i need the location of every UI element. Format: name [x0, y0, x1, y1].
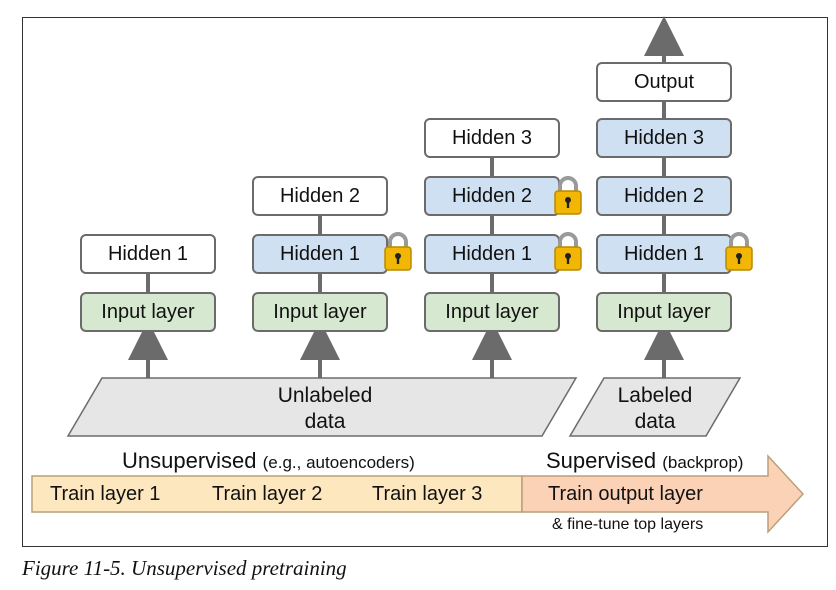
hidden1-label: Hidden 1 [623, 242, 705, 265]
labeled-line2: data [634, 410, 676, 433]
labeled-data-shape [568, 377, 742, 437]
supervised-arrow [521, 454, 805, 534]
hidden2-label: Hidden 2 [451, 184, 533, 207]
lock-icon [384, 232, 412, 271]
labeled-line1: Labeled [617, 384, 693, 407]
input-layer-box: Input layer [252, 292, 388, 332]
hidden3-box: Hidden 3 [424, 118, 560, 158]
finetune-note: & fine-tune top layers [552, 516, 704, 533]
input-layer-label: Input layer [617, 300, 711, 323]
hidden1-label: Hidden 1 [451, 242, 533, 265]
lock-icon [725, 232, 753, 271]
train-layer3-step: Train layer 3 [372, 483, 483, 505]
hidden2-box: Hidden 2 [252, 176, 388, 216]
supervised-phase-label: Supervised (backprop) [546, 448, 743, 474]
unlabeled-line1: Unlabeled [277, 384, 373, 407]
lock-icon [554, 232, 582, 271]
train-layer1-step: Train layer 1 [50, 483, 161, 505]
figure-frame [22, 17, 828, 547]
hidden1-box-frozen: Hidden 1 [424, 234, 560, 274]
hidden1-label: Hidden 1 [107, 242, 189, 265]
hidden1-box-frozen: Hidden 1 [252, 234, 388, 274]
input-layer-label: Input layer [101, 300, 195, 323]
hidden1-label: Hidden 1 [279, 242, 361, 265]
train-layer2-step: Train layer 2 [212, 483, 323, 505]
supervised-note: (backprop) [662, 453, 744, 472]
output-box: Output [596, 62, 732, 102]
input-layer-label: Input layer [445, 300, 539, 323]
hidden2-label: Hidden 2 [279, 184, 361, 207]
hidden3-box-finetune: Hidden 3 [596, 118, 732, 158]
labeled-data-label: Labeled data [590, 383, 720, 435]
input-layer-label: Input layer [273, 300, 367, 323]
hidden3-label: Hidden 3 [623, 126, 705, 149]
unlabeled-line2: data [304, 410, 346, 433]
hidden2-box-frozen: Hidden 2 [424, 176, 560, 216]
train-output-step: Train output layer [548, 483, 703, 505]
unsupervised-phase-label: Unsupervised (e.g., autoencoders) [122, 448, 415, 474]
figure-caption: Figure 11-5. Unsupervised pretraining [22, 556, 347, 580]
hidden2-label: Hidden 2 [623, 184, 705, 207]
unlabeled-data-label: Unlabeled data [240, 383, 410, 435]
output-label: Output [633, 70, 695, 93]
unlabeled-data-shape [66, 377, 578, 437]
input-layer-box: Input layer [596, 292, 732, 332]
hidden1-box: Hidden 1 [80, 234, 216, 274]
lock-icon [554, 176, 582, 215]
hidden2-box-finetune: Hidden 2 [596, 176, 732, 216]
input-layer-box: Input layer [80, 292, 216, 332]
unsupervised-note: (e.g., autoencoders) [262, 453, 415, 472]
hidden3-label: Hidden 3 [451, 126, 533, 149]
hidden1-box-frozen: Hidden 1 [596, 234, 732, 274]
unsupervised-text: Unsupervised [122, 448, 257, 473]
supervised-text: Supervised [546, 448, 657, 473]
input-layer-box: Input layer [424, 292, 560, 332]
